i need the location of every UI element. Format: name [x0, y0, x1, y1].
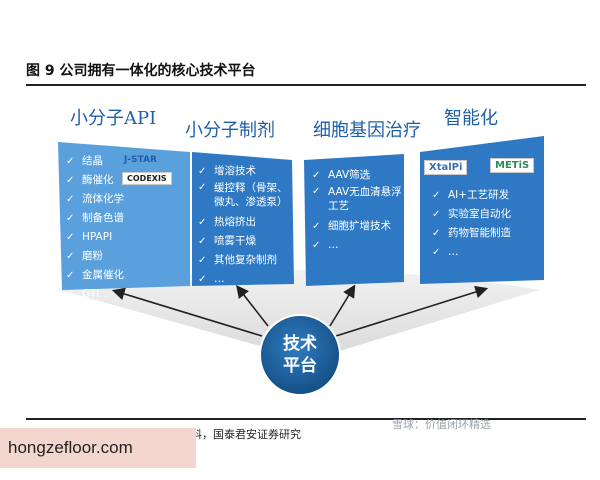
watermark: 雪球：价值闭环精选 — [392, 418, 491, 431]
codexis-logo: CODEXIS — [122, 172, 172, 185]
jstar-logo: J-STAR — [124, 155, 157, 165]
list-item: 结晶 — [66, 152, 186, 171]
list-item: 喷雾干燥 — [198, 232, 290, 251]
column-title-ai: 智能化 — [444, 108, 498, 129]
list-item: … — [198, 270, 290, 289]
list-item: AAV筛选 — [312, 166, 402, 185]
list-item: 酶催化 — [66, 171, 186, 190]
list-item: 金属催化 — [66, 266, 186, 285]
list-item: 增溶技术 — [198, 162, 290, 181]
column-title-api: 小分子API — [70, 108, 157, 129]
list-item: 磨粉 — [66, 247, 186, 266]
column-title-cgt: 细胞基因治疗 — [313, 120, 421, 141]
column-title-formulation: 小分子制剂 — [185, 120, 275, 141]
list-item: GTI… — [66, 285, 186, 304]
list-item: … — [432, 243, 542, 262]
metis-logo: METiS — [490, 158, 535, 173]
hub-label: 技术 平台 — [260, 333, 340, 377]
arrow-to-cgt — [329, 284, 356, 327]
figure-title: 图 9 公司拥有一体化的核心技术平台 — [26, 60, 586, 86]
list-api: 结晶 酶催化 流体化学 制备色谱 HPAPI 磨粉 金属催化 GTI… — [66, 152, 186, 304]
list-item: 细胞扩增技术 — [312, 217, 402, 236]
list-item: AAV无血清悬浮工艺 — [312, 185, 402, 217]
list-item: 流体化学 — [66, 190, 186, 209]
hub-label-line1: 技术 — [283, 334, 317, 354]
list-item: 缓控释（骨架、微丸、渗透泵） — [198, 181, 290, 213]
list-item: 制备色谱 — [66, 209, 186, 228]
arrow-to-ai — [335, 285, 489, 337]
list-formulation: 增溶技术 缓控释（骨架、微丸、渗透泵） 热熔挤出 喷雾干燥 其他复杂制剂 … — [198, 162, 290, 289]
list-cgt: AAV筛选 AAV无血清悬浮工艺 细胞扩增技术 … — [312, 166, 402, 255]
list-item: 实验室自动化 — [432, 205, 542, 224]
list-item: AI+工艺研发 — [432, 186, 542, 205]
list-item: 药物智能制造 — [432, 224, 542, 243]
hub-label-line2: 平台 — [283, 356, 317, 376]
xtalpi-logo: XtalPi — [424, 160, 468, 175]
list-item: 热熔挤出 — [198, 213, 290, 232]
arrow-to-formulation — [236, 284, 269, 327]
list-item: 其他复杂制剂 — [198, 251, 290, 270]
list-item: HPAPI — [66, 228, 186, 247]
site-tag: hongzefloor.com — [0, 428, 196, 468]
hub-circle — [259, 314, 341, 396]
list-ai: AI+工艺研发 实验室自动化 药物智能制造 … — [432, 186, 542, 262]
list-item: … — [312, 236, 402, 255]
